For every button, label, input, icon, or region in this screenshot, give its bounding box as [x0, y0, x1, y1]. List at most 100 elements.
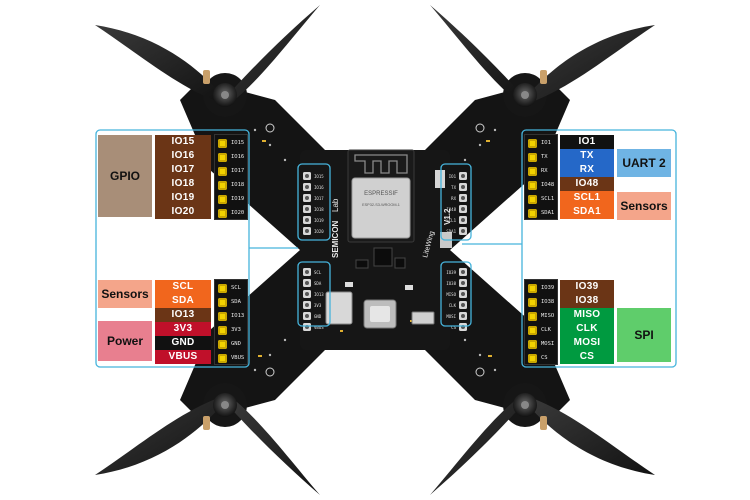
header-pin-label: SCL [231, 285, 241, 291]
board-pin-hole [305, 292, 309, 296]
board-pin-hole [305, 196, 309, 200]
board-pin-label: IO16 [314, 185, 324, 190]
header-pin-label: VBUS [231, 355, 245, 361]
spi-group: SPI [617, 308, 671, 362]
board-pin-label: RX [451, 196, 456, 201]
sensors-group-right-label: Sensors [620, 199, 668, 213]
board-pin-hole [305, 218, 309, 222]
header-pin [218, 298, 227, 307]
propeller-top-right [430, 5, 655, 107]
board-pin-label: IO15 [314, 174, 324, 179]
board-pin-label: IO48 [446, 207, 456, 212]
header-pin-label: IO48 [541, 182, 555, 188]
board-pin-hole [461, 303, 465, 307]
propeller-top-left [95, 5, 320, 107]
board-pin-label: GND [314, 314, 322, 319]
header-pin-label: IO16 [231, 154, 245, 160]
pin-label: CLK [560, 322, 614, 336]
gpio-pin-list: IO15 IO16 IO17 IO18 IO19 IO20 [155, 135, 211, 219]
board-pin-hole [305, 303, 309, 307]
header-pin-label: IO39 [541, 285, 555, 291]
board-headers: IO15IO16IO17IO18IO19IO20SCLSDAIO133V3GND… [303, 172, 467, 331]
header-pin [528, 209, 537, 218]
header-pin [218, 340, 227, 349]
pin-label: IO1 [560, 135, 614, 149]
header-pin-label: IO15 [231, 140, 245, 146]
sensors-group-left: Sensors [98, 280, 152, 308]
board-pin-hole [461, 185, 465, 189]
board-pin-label: IO13 [314, 292, 324, 297]
header-pin [218, 153, 227, 162]
connector-lines [95, 129, 677, 368]
header-pin [528, 153, 537, 162]
header-pin-label: IO17 [231, 168, 245, 174]
board-pin-label: SDA [314, 281, 322, 286]
spi-group-label: SPI [634, 328, 654, 342]
header-pin-label: IO38 [541, 299, 555, 305]
board-pin-label: IO19 [314, 218, 324, 223]
pin-label: SDA1 [560, 205, 614, 219]
power-group-label: Power [106, 334, 143, 348]
uart-group: UART 2 [617, 149, 671, 177]
module-model-text: ESP32-S3-WROOM-1 [362, 203, 400, 207]
maker-text: SEMICON [331, 220, 340, 258]
uart-pin-list: IO1 TX RX IO48 SCL1 SDA1 [560, 135, 614, 219]
header-pin [528, 284, 537, 293]
pin-label: MOSI [560, 336, 614, 350]
pin-label: IO19 [155, 191, 211, 205]
pin-label: RX [560, 163, 614, 177]
header-pin-label: 3V3 [231, 327, 241, 333]
board-pin-label: IO20 [314, 229, 324, 234]
board-pin-hole [461, 229, 465, 233]
board-pin-hole [305, 174, 309, 178]
board-components: SEMICON Lab LiteWing V1.2 [325, 170, 452, 329]
header-pin-label: IO19 [231, 196, 245, 202]
board-pin-label: IO17 [314, 196, 324, 201]
header-pin [528, 167, 537, 176]
board-pin-label: TX [451, 185, 456, 190]
sensors-group-left-label: Sensors [101, 287, 149, 301]
board-pin-hole [461, 314, 465, 318]
header-pin-label: TX [541, 154, 548, 160]
header-pin-label: CLK [541, 327, 551, 333]
pin-label: VBUS [155, 350, 211, 364]
pin-label: SCL [155, 280, 211, 294]
pin-label: IO20 [155, 205, 211, 219]
esp32-module: ESPRESSIF ESP32-S3-WROOM-1 [347, 149, 415, 243]
board-pin-hole [461, 207, 465, 211]
header-pin-label: IO20 [231, 210, 245, 216]
header-pin [218, 354, 227, 363]
pin-label: SCL1 [560, 191, 614, 205]
board-pin-label: MISO [446, 292, 456, 297]
board-pin-hole [305, 185, 309, 189]
header-pin [218, 139, 227, 148]
board-pin-label: IO38 [446, 281, 456, 286]
maker-suffix-text: Lab [331, 198, 340, 212]
propeller-bottom-right [430, 393, 655, 495]
board-pin-label: IO39 [446, 270, 456, 275]
header-pin [218, 326, 227, 335]
pin-label: IO17 [155, 163, 211, 177]
board-pin-hole [305, 281, 309, 285]
header-pin-label: MISO [541, 313, 555, 319]
header-pin [528, 181, 537, 190]
header-pin-label: MOSI [541, 341, 555, 347]
pin-label: 3V3 [155, 322, 211, 336]
board-pin-hole [461, 281, 465, 285]
board-pin-hole [461, 270, 465, 274]
gpio-group-label: GPIO [109, 169, 140, 183]
power-group: Power [98, 321, 152, 361]
header-pin [528, 354, 537, 363]
pin-label: IO48 [560, 177, 614, 191]
gpio-group: GPIO [98, 135, 152, 217]
board-pin-label: MOSI [446, 314, 456, 319]
header-pin [528, 298, 537, 307]
board-pin-label: 3V3 [314, 303, 322, 308]
board-pin-hole [461, 218, 465, 222]
version-text: V1.2 [443, 208, 452, 225]
board-pin-hole [461, 196, 465, 200]
